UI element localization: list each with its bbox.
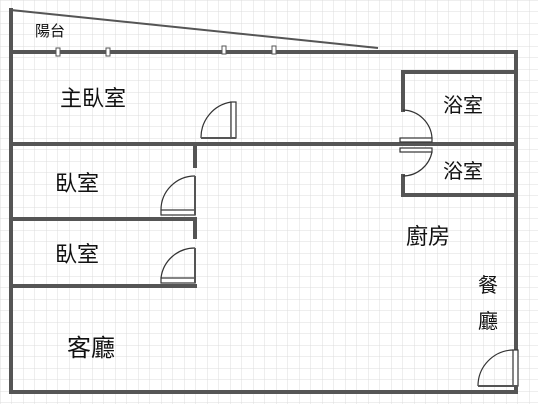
living-room-label: 客廳 — [67, 334, 115, 362]
door-master-bedroom — [200, 101, 237, 139]
bathroom-2-label: 浴室 — [443, 159, 483, 183]
window-mark — [105, 47, 111, 57]
balcony-label: 陽台 — [35, 22, 65, 40]
door-bedroom-2 — [160, 247, 196, 284]
door-bathroom-2 — [399, 147, 433, 177]
door-bathroom-1 — [399, 109, 433, 143]
kitchen-label: 廚房 — [406, 225, 450, 250]
dining-label-line2: 廳 — [478, 309, 498, 333]
window-mark — [221, 45, 227, 55]
bathroom-1-label: 浴室 — [443, 93, 483, 117]
window-mark — [55, 47, 61, 57]
bedroom-2-label: 臥室 — [55, 243, 99, 268]
window-mark — [271, 45, 277, 55]
exterior-walls — [9, 50, 518, 394]
balcony-area — [9, 8, 380, 57]
interior-walls — [9, 70, 518, 288]
door-entrance — [477, 349, 519, 387]
master-bedroom-label: 主臥室 — [60, 87, 126, 112]
door-bedroom-1 — [160, 175, 196, 216]
dining-label-line1: 餐 — [478, 273, 498, 297]
bedroom-1-label: 臥室 — [55, 172, 99, 197]
